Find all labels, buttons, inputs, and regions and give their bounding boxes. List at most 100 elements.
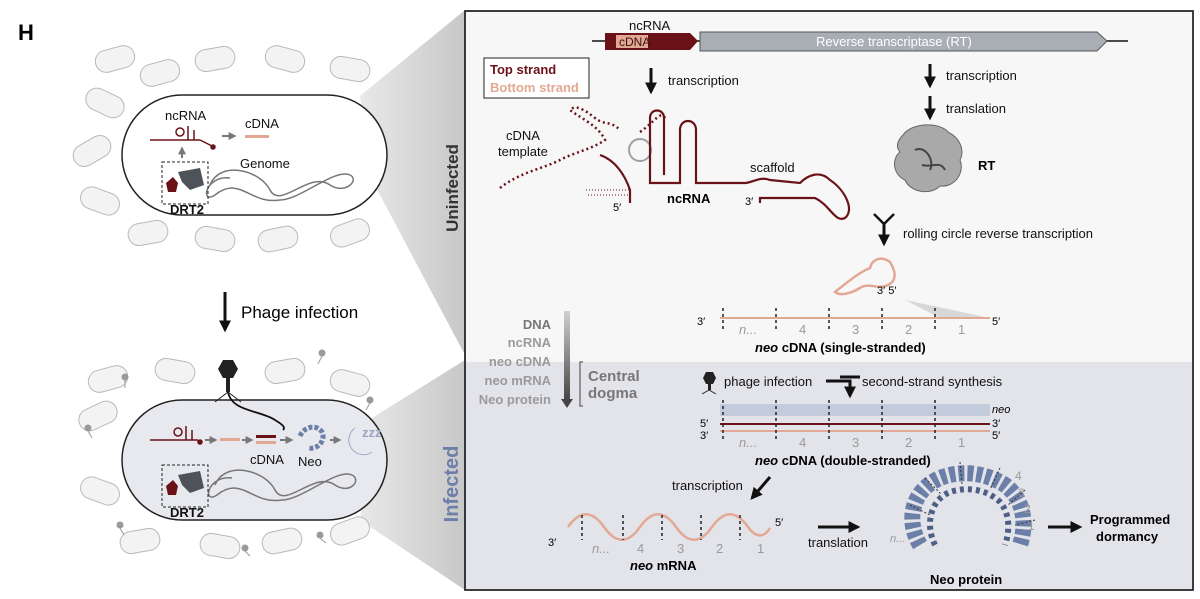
dogma-neo-mrna: neo mRNA — [485, 373, 552, 388]
operon-cdna-segment — [616, 35, 648, 48]
legend-bottom-strand: Bottom strand — [490, 80, 579, 95]
ds-dividers — [722, 400, 936, 442]
svg-text:zzz: zzz — [362, 425, 382, 440]
genome-strand-infected — [207, 469, 357, 502]
neo-protein-label: Neo protein — [930, 572, 1002, 587]
ss-three-prime: 3′ — [697, 316, 705, 328]
dogma-bar — [564, 311, 570, 401]
infected-neo-label: Neo — [298, 454, 322, 469]
second-strand-label: second-strand synthesis — [862, 374, 1003, 389]
cell-cdna-label: cDNA — [245, 116, 279, 131]
infected-transcription-label: transcription — [672, 478, 743, 493]
drt2-label-top: DRT2 — [170, 202, 204, 217]
dogma-dna: DNA — [523, 317, 552, 332]
operon-ncrna-label: ncRNA — [629, 18, 671, 33]
second-strand-arrow — [826, 379, 856, 399]
mrna-unit-n: n... — [592, 541, 610, 556]
panel-letter: H — [18, 20, 34, 45]
ds-unit-3: 3 — [852, 435, 859, 450]
ss-title: neo cDNA (single-stranded) — [755, 340, 926, 355]
ds-right-5: 5′ — [992, 430, 1000, 442]
big-phage — [214, 360, 285, 431]
drt2-box-infected — [161, 464, 209, 508]
dogma-neo-protein: Neo protein — [479, 392, 551, 407]
ss-unit-2: 2 — [905, 322, 912, 337]
dogma-label-1: Central — [588, 368, 640, 385]
ds-left-5: 5′ — [700, 418, 708, 430]
infected-neo-glyph — [297, 424, 326, 451]
mrna-unit-1: 1 — [757, 541, 764, 556]
dogma-label-2: dogma — [588, 385, 638, 402]
ss-unit-1: 1 — [958, 322, 965, 337]
mrna-unit-4: 4 — [637, 541, 644, 556]
mrna-unit-2: 2 — [716, 541, 723, 556]
dogma-ncrna: ncRNA — [508, 335, 552, 350]
mrna-dividers — [581, 515, 741, 540]
cell-genome-label: Genome — [240, 156, 290, 171]
infected-cdna-label: cDNA — [250, 452, 284, 467]
operon-cdna-label: cDNA — [619, 35, 650, 49]
drt2-ncrna-gene — [166, 177, 178, 192]
cell-ncrna-glyph — [150, 126, 216, 150]
infected-translation-label: translation — [808, 535, 868, 550]
cdna-template-label-1: cDNA — [506, 128, 540, 143]
ss-unit-4: 4 — [799, 322, 806, 337]
ds-unit-2: 2 — [905, 435, 912, 450]
background-cells — [72, 45, 371, 560]
mrna-three-prime: 3′ — [548, 537, 556, 549]
ss-unit-n: n... — [739, 322, 757, 337]
phage-infection-icon — [701, 372, 717, 395]
protein-unit-4: 4 — [1015, 469, 1022, 483]
transcription-label-left: transcription — [668, 73, 739, 88]
drt2-label-bottom: DRT2 — [170, 505, 204, 520]
zoom-wedge — [905, 300, 990, 318]
rt-label: RT — [978, 158, 995, 173]
mrna-unit-3: 3 — [677, 541, 684, 556]
mrna-strand — [566, 513, 772, 541]
protein-unit-2: 2 — [1024, 502, 1031, 516]
infected-cdna-bottom — [256, 441, 276, 444]
cell-cdna-bar — [245, 135, 269, 138]
infected-cdna-top — [256, 435, 276, 438]
protein-unit-1: 1 — [1028, 519, 1035, 533]
mrna-title: neo mRNA — [630, 558, 697, 573]
outcome-label-1: Programmed — [1090, 512, 1170, 527]
neo-protein-structure — [904, 461, 1036, 550]
scaffold-label: scaffold — [750, 160, 795, 175]
infected-label: Infected — [441, 446, 463, 523]
legend-top-strand: Top strand — [490, 62, 556, 77]
protein-unit-3: 3 — [1018, 486, 1025, 500]
cell-ncrna-glyph-infected — [150, 426, 203, 445]
operon-rt-gene — [699, 31, 1108, 52]
ncrna-five-prime: 5′ — [613, 202, 621, 214]
ncrna-structure — [499, 106, 851, 220]
strand-legend — [483, 57, 590, 99]
ds-right-3: 3′ — [992, 418, 1000, 430]
rt-protein — [894, 124, 963, 193]
sleep-icon: zzz — [348, 425, 382, 456]
phage-infection-label: Phage infection — [241, 303, 358, 322]
ncrna-label: ncRNA — [667, 191, 711, 206]
drt2-box — [161, 161, 209, 205]
small-phages — [84, 349, 374, 557]
cdna-template-label-2: template — [498, 144, 548, 159]
ss-cdna-dividers — [722, 308, 936, 330]
ss-unit-3: 3 — [852, 322, 859, 337]
genome-strand — [205, 169, 354, 202]
mrna-five-prime: 5′ — [775, 517, 783, 529]
uninfected-label: Uninfected — [443, 144, 462, 232]
phage-infection-text: phage infection — [724, 374, 812, 389]
outcome-label-2: dormancy — [1096, 529, 1159, 544]
translation-label-top: translation — [946, 101, 1006, 116]
ds-unit-4: 4 — [799, 435, 806, 450]
cell-ncrna-label: ncRNA — [165, 108, 207, 123]
rolling-ends: 3′ 5′ — [877, 285, 896, 297]
dogma-neo-cdna: neo cDNA — [489, 354, 552, 369]
zoom-trapezoid-bottom — [360, 360, 465, 590]
ds-neo-band — [720, 404, 990, 416]
drt2-ncrna-gene-infected — [166, 480, 178, 495]
ds-unit-n: n... — [739, 435, 757, 450]
ncrna-three-prime: 3′ — [745, 196, 753, 208]
transcription-label-right: transcription — [946, 68, 1017, 83]
